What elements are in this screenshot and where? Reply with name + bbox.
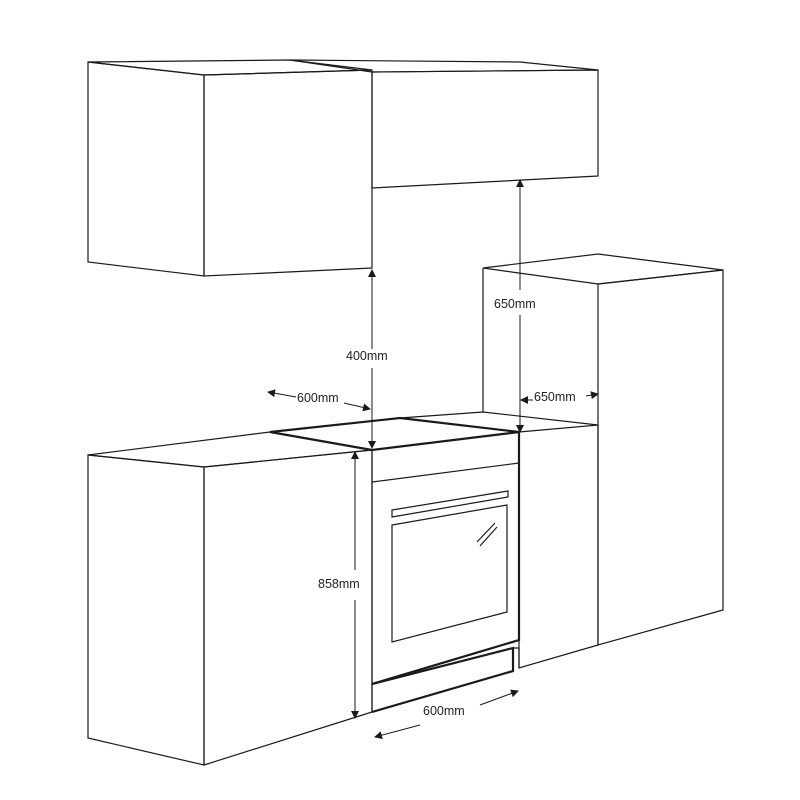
upper-right-cabinet: [289, 59, 599, 189]
hood-gap-label: 650mm: [493, 297, 537, 311]
oven-door-window: [391, 504, 508, 643]
left-base-cabinet: [87, 431, 373, 766]
oven-width-label: 600mm: [422, 704, 466, 718]
side-depth-label: 650mm: [533, 390, 577, 404]
upper-left-cabinet: [87, 59, 373, 277]
tall-cabinet: [399, 253, 724, 669]
oven: [269, 416, 521, 714]
oven-handle: [391, 490, 509, 518]
counter-height-label: 858mm: [317, 577, 361, 591]
dimension-lines: [267, 179, 599, 740]
hob-depth-label: 600mm: [296, 391, 340, 405]
upper-gap-label: 400mm: [345, 349, 389, 363]
